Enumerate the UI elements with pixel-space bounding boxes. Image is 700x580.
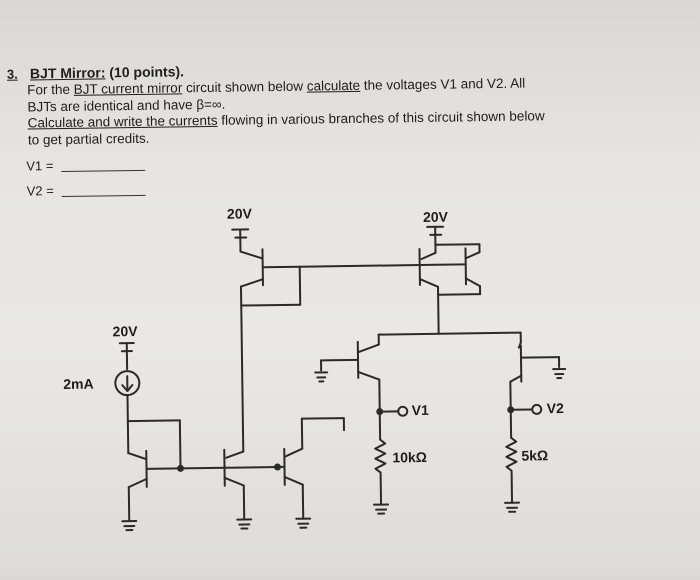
- middle-split-wire: [379, 333, 521, 345]
- v2-npn-transistor: [510, 342, 566, 438]
- junction-dot: [178, 466, 183, 471]
- top-left-supply-symbol: [232, 229, 248, 251]
- bottom-base-bus: [181, 467, 285, 468]
- top-right-supply-symbol: [427, 226, 479, 245]
- ground-v2: [505, 503, 519, 512]
- current-source-label: 2mA: [63, 376, 94, 392]
- ground-v1: [374, 504, 388, 513]
- v2-node: [508, 405, 541, 414]
- left-diode-npn: [128, 420, 181, 521]
- resistor-5k-label: 5kΩ: [521, 447, 548, 463]
- v1-node: [377, 407, 407, 416]
- node-v1-label: V1: [412, 402, 429, 418]
- current-source-2ma: [115, 371, 140, 421]
- left-supply-symbol: [120, 343, 134, 369]
- supply-label-top-left: 20V: [227, 205, 252, 221]
- middle-npn-transistor: [224, 450, 244, 520]
- supply-label-left: 20V: [112, 323, 137, 339]
- resistor-10k-label: 10kΩ: [392, 449, 427, 465]
- ground-left-1: [122, 521, 136, 530]
- resistor-10k: [375, 440, 386, 505]
- node-v2-label: V2: [547, 400, 564, 416]
- base-bus-wire: [300, 265, 436, 267]
- top-right-pnp-pair: [419, 244, 480, 334]
- top-left-pnp-transistor: [240, 249, 302, 452]
- resistor-5k: [506, 438, 517, 503]
- ground-left-3: [296, 519, 310, 528]
- ground-left-2: [237, 519, 251, 528]
- v1-npn-transistor: [315, 342, 380, 441]
- supply-label-top-right: 20V: [423, 209, 448, 225]
- junction-dot: [275, 464, 280, 469]
- right-npn-transistor: [284, 418, 345, 519]
